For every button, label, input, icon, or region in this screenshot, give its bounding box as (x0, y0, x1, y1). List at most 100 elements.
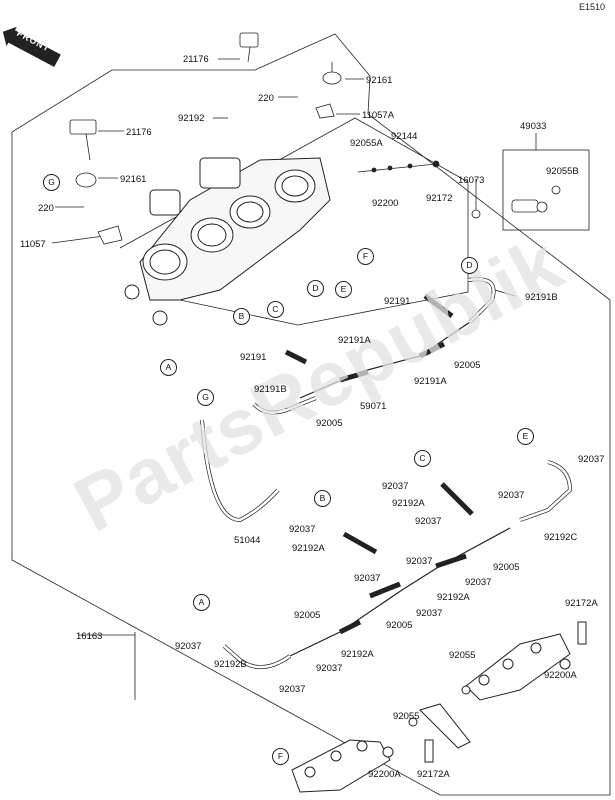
part-label-92037-m2: 92037 (465, 577, 492, 588)
part-label-92200A-r: 92200A (544, 670, 577, 681)
hose-51044 (200, 419, 280, 523)
fuel-rail-lower (291, 739, 434, 793)
hose-c-run (440, 482, 474, 516)
part-label-92037-b: 92037 (289, 524, 316, 535)
hose-b-run (342, 531, 378, 555)
hose-mid-2 (369, 581, 401, 599)
part-label-11057A: 11057A (362, 110, 395, 121)
part-label-49033: 49033 (520, 121, 547, 132)
box-49033 (502, 149, 590, 231)
part-label-92037-c: 92037 (382, 481, 409, 492)
part-label-92144: 92144 (391, 131, 418, 142)
part-label-92192C: 92192C (544, 532, 578, 543)
callout-D-right: D (461, 257, 478, 274)
part-label-92161-left: 92161 (120, 174, 147, 185)
part-label-51044: 51044 (234, 535, 261, 546)
bracket-11057 (97, 225, 123, 245)
part-label-59071: 59071 (360, 401, 387, 412)
part-label-92037-l3: 92037 (279, 684, 306, 695)
part-label-16073: 16073 (458, 175, 485, 186)
hose-51044-inner (200, 419, 279, 522)
part-label-16163: 16163 (76, 631, 103, 642)
vacuum-line (299, 321, 471, 399)
callout-C-low: C (414, 450, 431, 467)
part-label-92037-a: 92037 (175, 641, 202, 652)
part-label-92192B: 92192B (214, 659, 247, 670)
part-label-92191-a: 92191 (384, 296, 411, 307)
fuel-hose-92055 (408, 685, 471, 749)
part-label-92200A-b: 92200A (368, 769, 401, 780)
part-label-92055-r: 92055 (449, 650, 476, 661)
sensor-21176-top (239, 32, 259, 63)
part-label-92055B: 92055B (546, 166, 579, 177)
main-line (289, 527, 511, 657)
frame-border (11, 33, 611, 796)
part-label-92055A: 92055A (350, 138, 383, 149)
hose-a-run-inner (223, 645, 291, 669)
part-label-92191B-top: 92191B (525, 292, 558, 303)
part-label-92172A-b: 92172A (417, 769, 450, 780)
part-label-92005-l: 92005 (294, 610, 321, 621)
callout-G-left: G (197, 389, 214, 406)
part-label-92161-top: 92161 (366, 75, 393, 86)
callout-B-low: B (314, 490, 331, 507)
callout-G-top: G (43, 174, 60, 191)
callout-F-low: F (272, 748, 289, 765)
part-label-11057: 11057 (20, 239, 46, 250)
sensor-21176-left (69, 119, 97, 161)
bracket-11057A (315, 103, 335, 119)
part-label-92055-b: 92055 (393, 711, 420, 722)
throttle-box (119, 117, 469, 326)
part-label-21176-left: 21176 (126, 127, 152, 138)
hose-92191B-top-inner (467, 277, 495, 323)
sensor-92161 (322, 62, 342, 85)
callout-E-low: E (517, 428, 534, 445)
callout-A-top: A (160, 359, 177, 376)
sensor-92161-left (75, 172, 97, 188)
front-arrow-icon (2, 26, 61, 68)
callout-E-top: E (335, 281, 352, 298)
callout-F-top: F (357, 248, 374, 265)
part-label-92037-m1: 92037 (354, 573, 381, 584)
part-label-92192A-m: 92192A (437, 592, 470, 603)
callout-B-top: B (233, 308, 250, 325)
part-label-92192A-b: 92192A (292, 543, 325, 554)
part-label-92192-top: 92192 (178, 113, 205, 124)
part-label-92005-r: 92005 (493, 562, 520, 573)
part-label-92191B-left: 92191B (254, 384, 287, 395)
callout-D-top: D (307, 280, 324, 297)
hose-e-run-inner (519, 460, 572, 522)
part-label-92192A-l: 92192A (341, 649, 374, 660)
part-label-92037-c2: 92037 (415, 516, 442, 527)
hose-92191B-left-inner (253, 396, 317, 414)
part-label-92037-l2: 92037 (316, 663, 343, 674)
part-label-92172: 92172 (426, 193, 453, 204)
fitting-49033 (511, 185, 561, 213)
throttle-body-group (124, 157, 331, 326)
callout-A-low: A (193, 594, 210, 611)
part-label-92172A-top: 92172A (565, 598, 598, 609)
hose-mid-1 (435, 553, 467, 569)
part-label-92037-r1: 92037 (498, 490, 525, 501)
fuel-rail-upper (465, 621, 587, 701)
drawing-code: E1510 (578, 2, 605, 12)
part-label-92191A-b: 92191A (414, 376, 447, 387)
part-label-92037-m3: 92037 (416, 608, 443, 619)
part-label-220-top: 220 (258, 93, 274, 104)
part-label-21176-top: 21176 (183, 54, 209, 65)
hose-92191-a (423, 293, 454, 319)
hose-92191-b (284, 349, 308, 365)
part-label-92037-e: 92037 (578, 454, 605, 465)
part-label-92005-m: 92005 (386, 620, 413, 631)
part-label-92037-b2: 92037 (406, 556, 433, 567)
part-label-92005-a: 92005 (454, 360, 481, 371)
part-label-220-left: 220 (38, 203, 54, 214)
part-label-92191A-a: 92191A (338, 335, 371, 346)
callout-C-top: C (267, 301, 284, 318)
part-label-92191-b: 92191 (240, 352, 267, 363)
part-label-92200: 92200 (372, 198, 399, 209)
washer-16073 (471, 209, 481, 219)
part-label-92005-b: 92005 (316, 418, 343, 429)
